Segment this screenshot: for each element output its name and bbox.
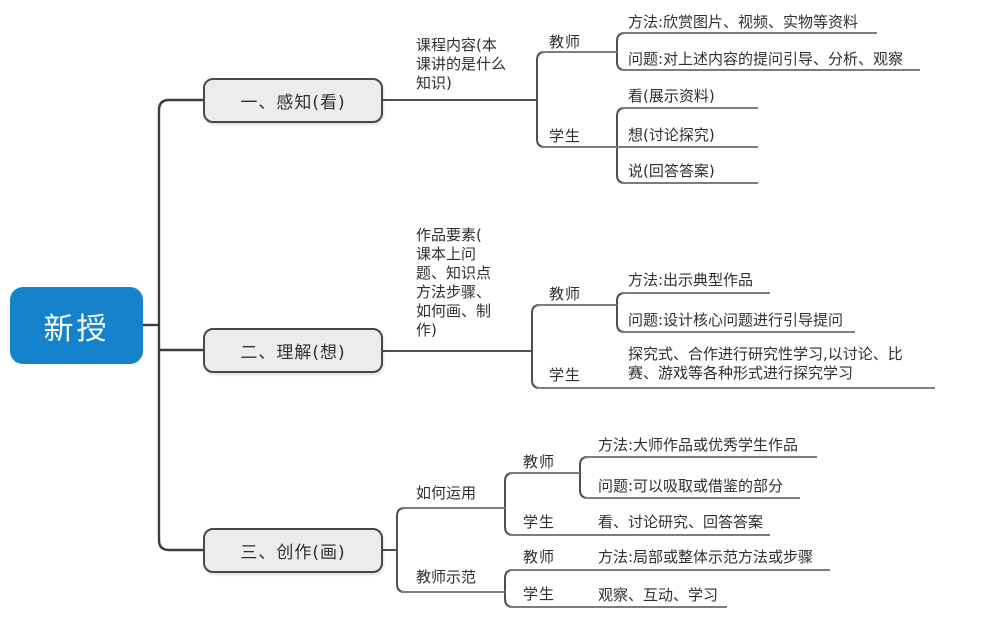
node-how-to-apply[interactable]: 如何运用 xyxy=(416,484,477,502)
trunk-connector xyxy=(143,98,203,552)
node-teacher-method[interactable]: 方法:局部或整体示范方法或步骤 xyxy=(598,548,814,566)
node-teacher-label[interactable]: 教师 xyxy=(549,33,582,51)
node-teacher-label[interactable]: 教师 xyxy=(523,453,556,471)
node-teacher-question[interactable]: 问题:设计核心问题进行引导提问 xyxy=(628,311,844,329)
branch3-brackets xyxy=(383,456,589,608)
node-student-label[interactable]: 学生 xyxy=(549,366,582,384)
node-teacher-method[interactable]: 方法:出示典型作品 xyxy=(628,271,754,289)
node-student-observe[interactable]: 观察、互动、学习 xyxy=(598,586,719,604)
node-teacher-method[interactable]: 方法:欣赏图片、视频、实物等资料 xyxy=(628,13,859,31)
node-course-content[interactable]: 课程内容(本 课讲的是什么 知识) xyxy=(416,36,507,92)
node-teacher-label[interactable]: 教师 xyxy=(549,285,582,303)
topic-label: 三、创作(画) xyxy=(240,543,346,563)
node-student-discuss[interactable]: 看、讨论研究、回答答案 xyxy=(598,513,764,531)
node-teacher-demo[interactable]: 教师示范 xyxy=(416,568,477,586)
topic-node-understand[interactable]: 二、理解(想) xyxy=(203,328,383,373)
root-node[interactable]: 新授 xyxy=(10,287,143,364)
node-student-explore[interactable]: 探究式、合作进行研究性学习,以讨论、比 赛、游戏等各种形式进行探究学习 xyxy=(628,345,903,382)
node-teacher-question[interactable]: 问题:可以吸取或借鉴的部分 xyxy=(598,477,784,495)
node-work-elements[interactable]: 作品要素( 课本上问 题、知识点 方法步骤、 如何画、制 作) xyxy=(416,226,492,339)
node-student-label[interactable]: 学生 xyxy=(549,127,582,145)
node-student-look[interactable]: 看(展示资料) xyxy=(628,87,715,105)
topic-label: 一、感知(看) xyxy=(240,93,346,113)
node-student-label[interactable]: 学生 xyxy=(523,585,556,603)
node-student-label[interactable]: 学生 xyxy=(523,513,556,531)
node-teacher-method[interactable]: 方法:大师作品或优秀学生作品 xyxy=(598,436,799,454)
topic-node-create[interactable]: 三、创作(画) xyxy=(203,528,383,573)
node-teacher-label[interactable]: 教师 xyxy=(523,548,556,566)
node-student-speak[interactable]: 说(回答答案) xyxy=(628,162,715,180)
node-teacher-question[interactable]: 问题:对上述内容的提问引导、分析、观察 xyxy=(628,50,904,68)
root-label: 新授 xyxy=(43,311,110,347)
topic-node-perceive[interactable]: 一、感知(看) xyxy=(203,78,383,123)
node-student-think[interactable]: 想(讨论探究) xyxy=(628,126,715,144)
topic-label: 二、理解(想) xyxy=(240,343,346,363)
